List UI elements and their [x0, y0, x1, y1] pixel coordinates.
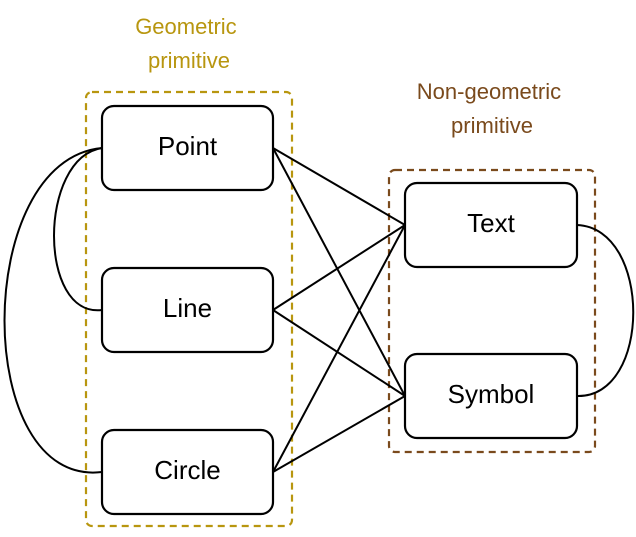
geometric-group-label: Geometric primitive	[135, 14, 243, 73]
edge-text-symbol	[576, 224, 635, 398]
node-line-label: Line	[163, 293, 212, 323]
node-point-label: Point	[158, 131, 218, 161]
non-geometric-group-frame	[387, 168, 597, 454]
node-circle-label: Circle	[154, 455, 220, 485]
node-text: Text	[403, 181, 579, 269]
node-symbol: Symbol	[403, 352, 579, 440]
geometric-label-line2: primitive	[148, 48, 230, 73]
geometric-label-line1: Geometric	[135, 14, 236, 39]
node-line: Line	[100, 266, 275, 354]
edge-point-line	[53, 147, 103, 312]
edge-point-text	[272, 147, 406, 226]
edge-point-circle	[3, 147, 103, 474]
edge-point-symbol	[272, 147, 406, 397]
node-text-label: Text	[467, 208, 515, 238]
non-geometric-label-line1: Non-geometric	[417, 79, 561, 104]
node-symbol-label: Symbol	[448, 379, 535, 409]
edge-circle-symbol	[272, 395, 406, 473]
edge-line-symbol	[272, 309, 406, 397]
node-circle: Circle	[100, 428, 275, 516]
edge-line-text	[272, 224, 406, 311]
edge-circle-text	[272, 224, 406, 473]
non-geometric-label-line2: primitive	[451, 113, 533, 138]
node-point: Point	[100, 104, 275, 192]
non-geometric-group-label: Non-geometric primitive	[417, 79, 567, 138]
